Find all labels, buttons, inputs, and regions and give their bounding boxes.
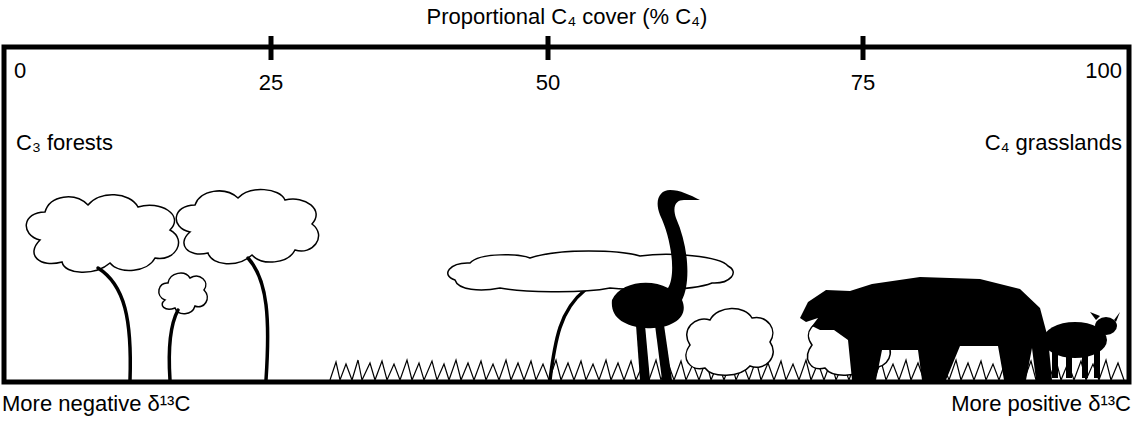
scale-value: 75	[851, 70, 875, 96]
c3-trees	[26, 190, 318, 314]
scale-value: 25	[259, 70, 283, 96]
end-label: C₄ grasslands	[985, 130, 1122, 156]
axis-title: Proportional C₄ cover (% C₄)	[427, 4, 708, 30]
bear-silhouette	[800, 277, 1052, 380]
scale-value: 100	[1085, 58, 1122, 84]
isotope-label: More negative δ¹³C	[2, 391, 190, 417]
sheep-silhouette	[1043, 312, 1120, 378]
isotope-label: More positive δ¹³C	[951, 391, 1131, 417]
scale-value: 50	[536, 70, 560, 96]
frame	[4, 47, 1129, 382]
bird-silhouette	[612, 190, 700, 380]
end-label: C₃ forests	[16, 130, 113, 156]
acacia-canopy	[448, 251, 733, 292]
tick-marks	[271, 36, 863, 60]
scale-value: 0	[14, 58, 26, 84]
